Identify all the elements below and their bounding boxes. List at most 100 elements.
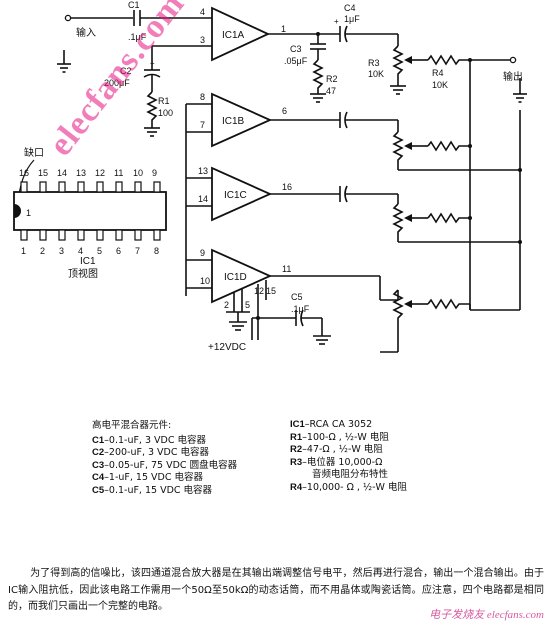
parts-list-row: R4–10,000- Ω , ½-W 电阻 <box>290 482 407 495</box>
r1-value: 100 <box>158 108 173 118</box>
input-label: 输入 <box>76 26 96 39</box>
c2-polarity: + <box>150 59 155 68</box>
amp-c-pin-in2: 14 <box>198 194 208 204</box>
chip-top-pin-number: 12 <box>95 168 105 178</box>
chip-top-pin <box>134 181 142 193</box>
amplifier-ic1d: IC1D 9 10 11 <box>186 248 520 353</box>
chip-top-pin-number: 10 <box>133 168 143 178</box>
corner-watermark: 电子发烧友 elecfans.com <box>429 609 544 621</box>
parts-list-row: C2–200-uF, 3 VDC 电容器 <box>92 447 237 460</box>
chip-bottom-pin <box>134 229 142 241</box>
bottom-pin-15: 15 <box>266 286 276 296</box>
amp-a-pin-in2: 3 <box>200 35 205 45</box>
description-paragraph: 为了得到高的信噪比，该四通道混合放大器是在其输出端调整信号电平，然后再进行混合，… <box>8 566 544 616</box>
chip-top-pin <box>77 181 85 193</box>
capacitor-c1: C1 .1μF <box>128 0 212 42</box>
parts-list-row: R1–100-Ω , ½-W 电阻 <box>290 432 407 445</box>
c5-value: .1μF <box>291 304 310 314</box>
chip-bottom-pin <box>20 229 28 241</box>
chip-top-pin <box>58 181 66 193</box>
bottom-pin-2: 2 <box>224 300 229 310</box>
chip-top-pin-number: 13 <box>76 168 86 178</box>
r4-value: 10K <box>432 80 448 90</box>
parts-list-row: 音频电阻分布特性 <box>290 469 407 482</box>
chip-top-pin <box>20 181 28 193</box>
bottom-pin-12: 12 <box>254 286 264 296</box>
part-description: –RCA CA 3052 <box>304 419 373 430</box>
chip-bottom-pin-number: 2 <box>40 246 45 256</box>
parts-list-row: R2–47-Ω , ½-W 电阻 <box>290 444 407 457</box>
r3-value: 10K <box>368 69 384 79</box>
c3-value: .05μF <box>284 56 308 66</box>
capacitor-c2: + C2 200μF <box>104 46 161 92</box>
part-description: –10,000- Ω , ½-W 电阻 <box>302 481 407 493</box>
r4-label: R4 <box>432 68 444 78</box>
c5-label: C5 <box>291 292 303 302</box>
amplifier-ic1c: IC1C 13 14 16 <box>186 166 522 244</box>
part-description: –电位器 10,000-Ω <box>302 456 383 468</box>
chip-bottom-pin <box>96 229 104 241</box>
amp-d-pin-in2: 10 <box>200 276 210 286</box>
amp-d-pin-in1: 9 <box>200 248 205 258</box>
chip-bottom-pin <box>77 229 85 241</box>
part-description: –0.1-uF, 15 VDC 电容器 <box>104 484 213 496</box>
bottom-pin-5: 5 <box>245 300 250 310</box>
parts-list-row: C1–0.1-uF, 3 VDC 电容器 <box>92 435 237 448</box>
amp-a-pin-out: 1 <box>281 24 286 34</box>
part-description: –47-Ω , ½-W 电阻 <box>302 444 383 456</box>
r2-label: R2 <box>326 74 338 84</box>
chip-bottom-pin-number: 1 <box>21 246 26 256</box>
parts-list-row: C5–0.1-uF, 15 VDC 电容器 <box>92 485 237 498</box>
amp-label-c: IC1C <box>224 190 247 201</box>
part-ref: R3 <box>290 456 303 468</box>
amp-b-pin-in1: 8 <box>200 92 205 102</box>
parts-list-row: C4–1-uF, 15 VDC 电容器 <box>92 472 237 485</box>
amp-b-pin-out: 6 <box>282 106 287 116</box>
parts-list-row: IC1–RCA CA 3052 <box>290 419 407 432</box>
amp-b-pin-in2: 7 <box>200 120 205 130</box>
amp-d-pin-out: 11 <box>282 264 291 274</box>
part-ref: R4 <box>290 481 303 493</box>
parts-list-row: C3–0.05-uF, 75 VDC 圆盘电容器 <box>92 460 237 473</box>
amplifier-ic1b: IC1B 8 7 6 <box>186 92 521 310</box>
capacitor-c3: C3 .05μF <box>284 32 326 66</box>
chip-top-pin-number: 16 <box>19 168 29 178</box>
chip-top-pin <box>153 181 161 193</box>
chip-bottom-pin-number: 6 <box>116 246 121 256</box>
chip-bottom-pin <box>115 229 123 241</box>
part-description: –1-uF, 15 VDC 电容器 <box>104 472 203 484</box>
part-ref: R2 <box>290 444 303 456</box>
part-ref: C2 <box>92 447 105 459</box>
part-ref: C5 <box>92 484 105 496</box>
c3-label: C3 <box>290 44 302 54</box>
c1-label: C1 <box>128 0 140 10</box>
c4-label: C4 <box>344 3 356 13</box>
output-label: 输出 <box>503 70 523 83</box>
ic-caption: IC1 <box>80 256 96 267</box>
chip-top-pin-number: 15 <box>38 168 48 178</box>
chip-bottom-pin-number: 3 <box>59 246 64 256</box>
supply-label: +12VDC <box>208 342 246 353</box>
amp-label-d: IC1D <box>224 272 247 283</box>
part-ref: R1 <box>290 431 303 443</box>
chip-top-pin-number: 11 <box>114 168 123 178</box>
part-description: –100-Ω , ½-W 电阻 <box>302 431 389 443</box>
chip-bottom-pin <box>153 229 161 241</box>
description-text: 为了得到高的信噪比，该四通道混合放大器是在其输出端调整信号电平，然后再进行混合，… <box>8 568 544 612</box>
amp-label-a: IC1A <box>222 30 245 41</box>
potentiometer-r3: R3 10K <box>368 34 428 95</box>
chip-bottom-pin <box>39 229 47 241</box>
chip-top-pin <box>115 181 123 193</box>
amp-c-pin-in1: 13 <box>198 166 208 176</box>
c2-value: 200μF <box>104 78 130 88</box>
c2-label: C2 <box>120 66 132 76</box>
part-description: –0.1-uF, 3 VDC 电容器 <box>104 434 206 446</box>
part-ref: IC1 <box>290 419 305 430</box>
c1-value: .1μF <box>128 32 147 42</box>
resistor-r2: R2 47 <box>310 59 338 103</box>
part-description: 音频电阻分布特性 <box>312 469 389 481</box>
c4-value: 1μF <box>344 14 360 24</box>
